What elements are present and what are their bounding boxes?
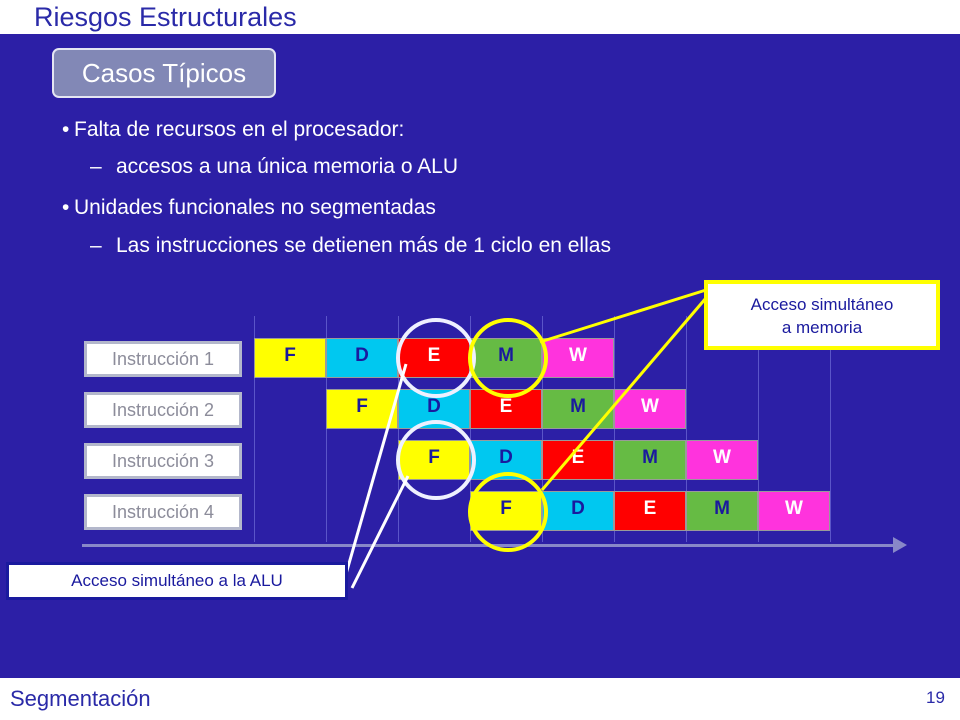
- footer-bar: [0, 678, 960, 720]
- bullet-1: • Falta de recursos en el procesador:: [62, 118, 404, 142]
- memory-callout-pointer: [539, 288, 707, 344]
- stage-e: E: [614, 491, 686, 531]
- bullet-text: accesos a una única memoria o ALU: [116, 155, 459, 178]
- memory-callout: Acceso simultáneo a memoria: [704, 280, 940, 350]
- stage-w: W: [614, 389, 686, 429]
- cycle-gridline: [326, 316, 327, 542]
- stage-d: D: [542, 491, 614, 531]
- alu-callout-pointer: [350, 475, 410, 589]
- instruction-label: Instrucción 2: [84, 392, 242, 428]
- time-axis-arrowhead: [893, 537, 907, 553]
- alu-conflict-circle: [396, 420, 476, 500]
- memory-callout-line: a memoria: [781, 318, 863, 337]
- cycle-gridline: [614, 316, 615, 542]
- memory-conflict-circle: [468, 472, 548, 552]
- bullet-marker: •: [62, 118, 70, 141]
- stage-f: F: [254, 338, 326, 378]
- stage-m: M: [542, 389, 614, 429]
- memory-conflict-circle: [468, 318, 548, 398]
- instruction-label: Instrucción 3: [84, 443, 242, 479]
- stage-w: W: [758, 491, 830, 531]
- section-title: Casos Típicos: [52, 48, 276, 98]
- stage-e: E: [542, 440, 614, 480]
- bullet-2: • Unidades funcionales no segmentadas: [62, 196, 436, 220]
- bullet-marker: –: [90, 155, 102, 178]
- alu-callout: Acceso simultáneo a la ALU: [6, 562, 348, 600]
- bullet-marker: –: [90, 234, 102, 257]
- stage-f: F: [326, 389, 398, 429]
- stage-w: W: [686, 440, 758, 480]
- stage-e: E: [398, 338, 470, 378]
- stage-d: D: [326, 338, 398, 378]
- stage-m: M: [470, 338, 542, 378]
- memory-callout-line: Acceso simultáneo: [750, 295, 894, 314]
- stage-w: W: [542, 338, 614, 378]
- cycle-gridline: [470, 316, 471, 542]
- page-number: 19: [926, 688, 945, 707]
- cycle-gridline: [830, 316, 831, 542]
- bullet-text: Falta de recursos en el procesador:: [74, 118, 405, 141]
- alu-conflict-circle: [396, 318, 476, 398]
- slide-title: Riesgos Estructurales: [34, 2, 297, 32]
- memory-callout-pointer: [540, 297, 708, 491]
- instruction-label: Instrucción 1: [84, 341, 242, 377]
- cycle-gridline: [254, 316, 255, 542]
- footer-title: Segmentación: [10, 686, 151, 711]
- bullet-text: Unidades funcionales no segmentadas: [74, 196, 436, 219]
- sub-bullet-1: – accesos a una única memoria o ALU: [90, 155, 458, 179]
- cycle-gridline: [542, 316, 543, 542]
- bullet-text: Las instrucciones se detienen más de 1 c…: [116, 234, 611, 257]
- cycle-gridline: [398, 316, 399, 542]
- cycle-gridline: [758, 316, 759, 542]
- alu-callout-pointer: [344, 363, 408, 575]
- sub-bullet-2: – Las instrucciones se detienen más de 1…: [90, 234, 611, 258]
- instruction-label: Instrucción 4: [84, 494, 242, 530]
- cycle-gridline: [686, 316, 687, 542]
- stage-m: M: [686, 491, 758, 531]
- stage-f: F: [398, 440, 470, 480]
- bullet-marker: •: [62, 196, 70, 219]
- stage-m: M: [614, 440, 686, 480]
